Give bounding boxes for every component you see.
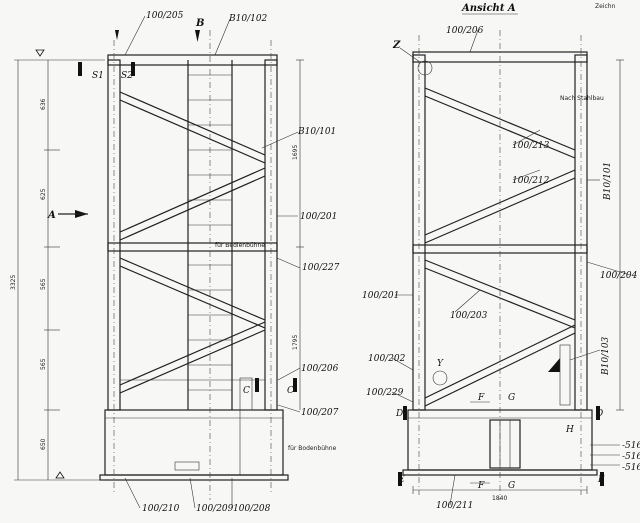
corner-text: Zeichn [595,3,616,10]
label-100-206-left: 100/206 [301,364,339,374]
label-arrow-a: A [47,210,56,221]
dim-2: 625 [40,188,47,200]
left-top-beam [107,54,278,66]
left-base-box [104,409,284,476]
label-h: H [565,425,574,435]
label-c-right: C [287,386,294,396]
label-b10-101-left: B10/101 [297,127,336,137]
label-arrow-b: B [195,18,204,29]
label-s1: S1 [92,71,104,81]
label-516-c: -516 [622,463,640,473]
label-f-bottom: F [477,481,485,491]
dim-1: 636 [40,98,47,110]
dim-3: 565 [40,278,47,290]
label-100-229: 100/229 [366,388,404,398]
label-100-204: 100/204 [600,271,638,281]
label-c-left: C [243,386,250,396]
label-b10-103: B10/103 [601,336,611,376]
note-left-mid: für Bedienbühne [215,242,265,249]
left-mid-beam [107,242,278,252]
arrow-B [195,30,200,42]
label-100-203: 100/203 [450,311,488,321]
note-right: Nach Stahlbau [560,95,604,102]
label-100-201-right: 100/201 [362,291,399,301]
right-braces [424,87,576,407]
label-100-205: 100/205 [146,11,184,21]
detail-y-circle [432,370,448,386]
view-title: Ansicht A [461,3,516,14]
label-100-201-left: 100/201 [300,212,337,222]
label-100-211: 100/211 [436,501,473,511]
label-s2: S2 [121,71,133,81]
left-braces [119,91,266,394]
dim-4: 565 [40,358,47,370]
label-b10-101-right: B10/101 [603,162,613,201]
left-base-plate [99,474,289,481]
detail-z-circle [417,60,433,76]
label-f-top: F [477,393,485,403]
label-100-202: 100/202 [368,354,406,364]
label-100-212: 100/212 [512,176,550,186]
label-100-209: 100/209 [196,504,234,514]
label-100-213: 100/213 [512,141,550,151]
label-d-right: D [595,409,603,419]
label-e-left: E [397,475,405,485]
dim-5: 650 [40,438,47,450]
note-left-low: für Bodenbühne [288,445,337,452]
label-g-bottom: G [508,481,515,491]
right-elevation: Ansicht A Zeichn Z 100/206 100/213 100/2… [362,3,640,511]
label-100-210: 100/210 [142,504,180,514]
dim-right-total: 1695 [292,145,299,160]
label-100-227: 100/227 [302,263,340,273]
label-d-left: D [395,409,403,419]
label-z: Z [392,40,401,51]
left-elevation: 100/205 B10/102 B B10/101 100/201 100/22… [10,11,340,514]
label-y: Y [437,359,444,369]
label-100-208: 100/208 [233,504,271,514]
anchor-block [489,419,521,469]
label-e-right: E [597,475,605,485]
dim-total: 3325 [10,275,17,290]
label-100-207: 100/207 [301,408,339,418]
dim-bottom: 1840 [492,495,507,502]
label-b10-102: B10/102 [228,14,268,24]
dim-right-mid: 1795 [292,335,299,350]
label-516-a: -516 [622,441,640,451]
label-516-b: -516 [622,452,640,462]
label-100-206-right: 100/206 [446,26,484,36]
label-g-top: G [508,393,515,403]
